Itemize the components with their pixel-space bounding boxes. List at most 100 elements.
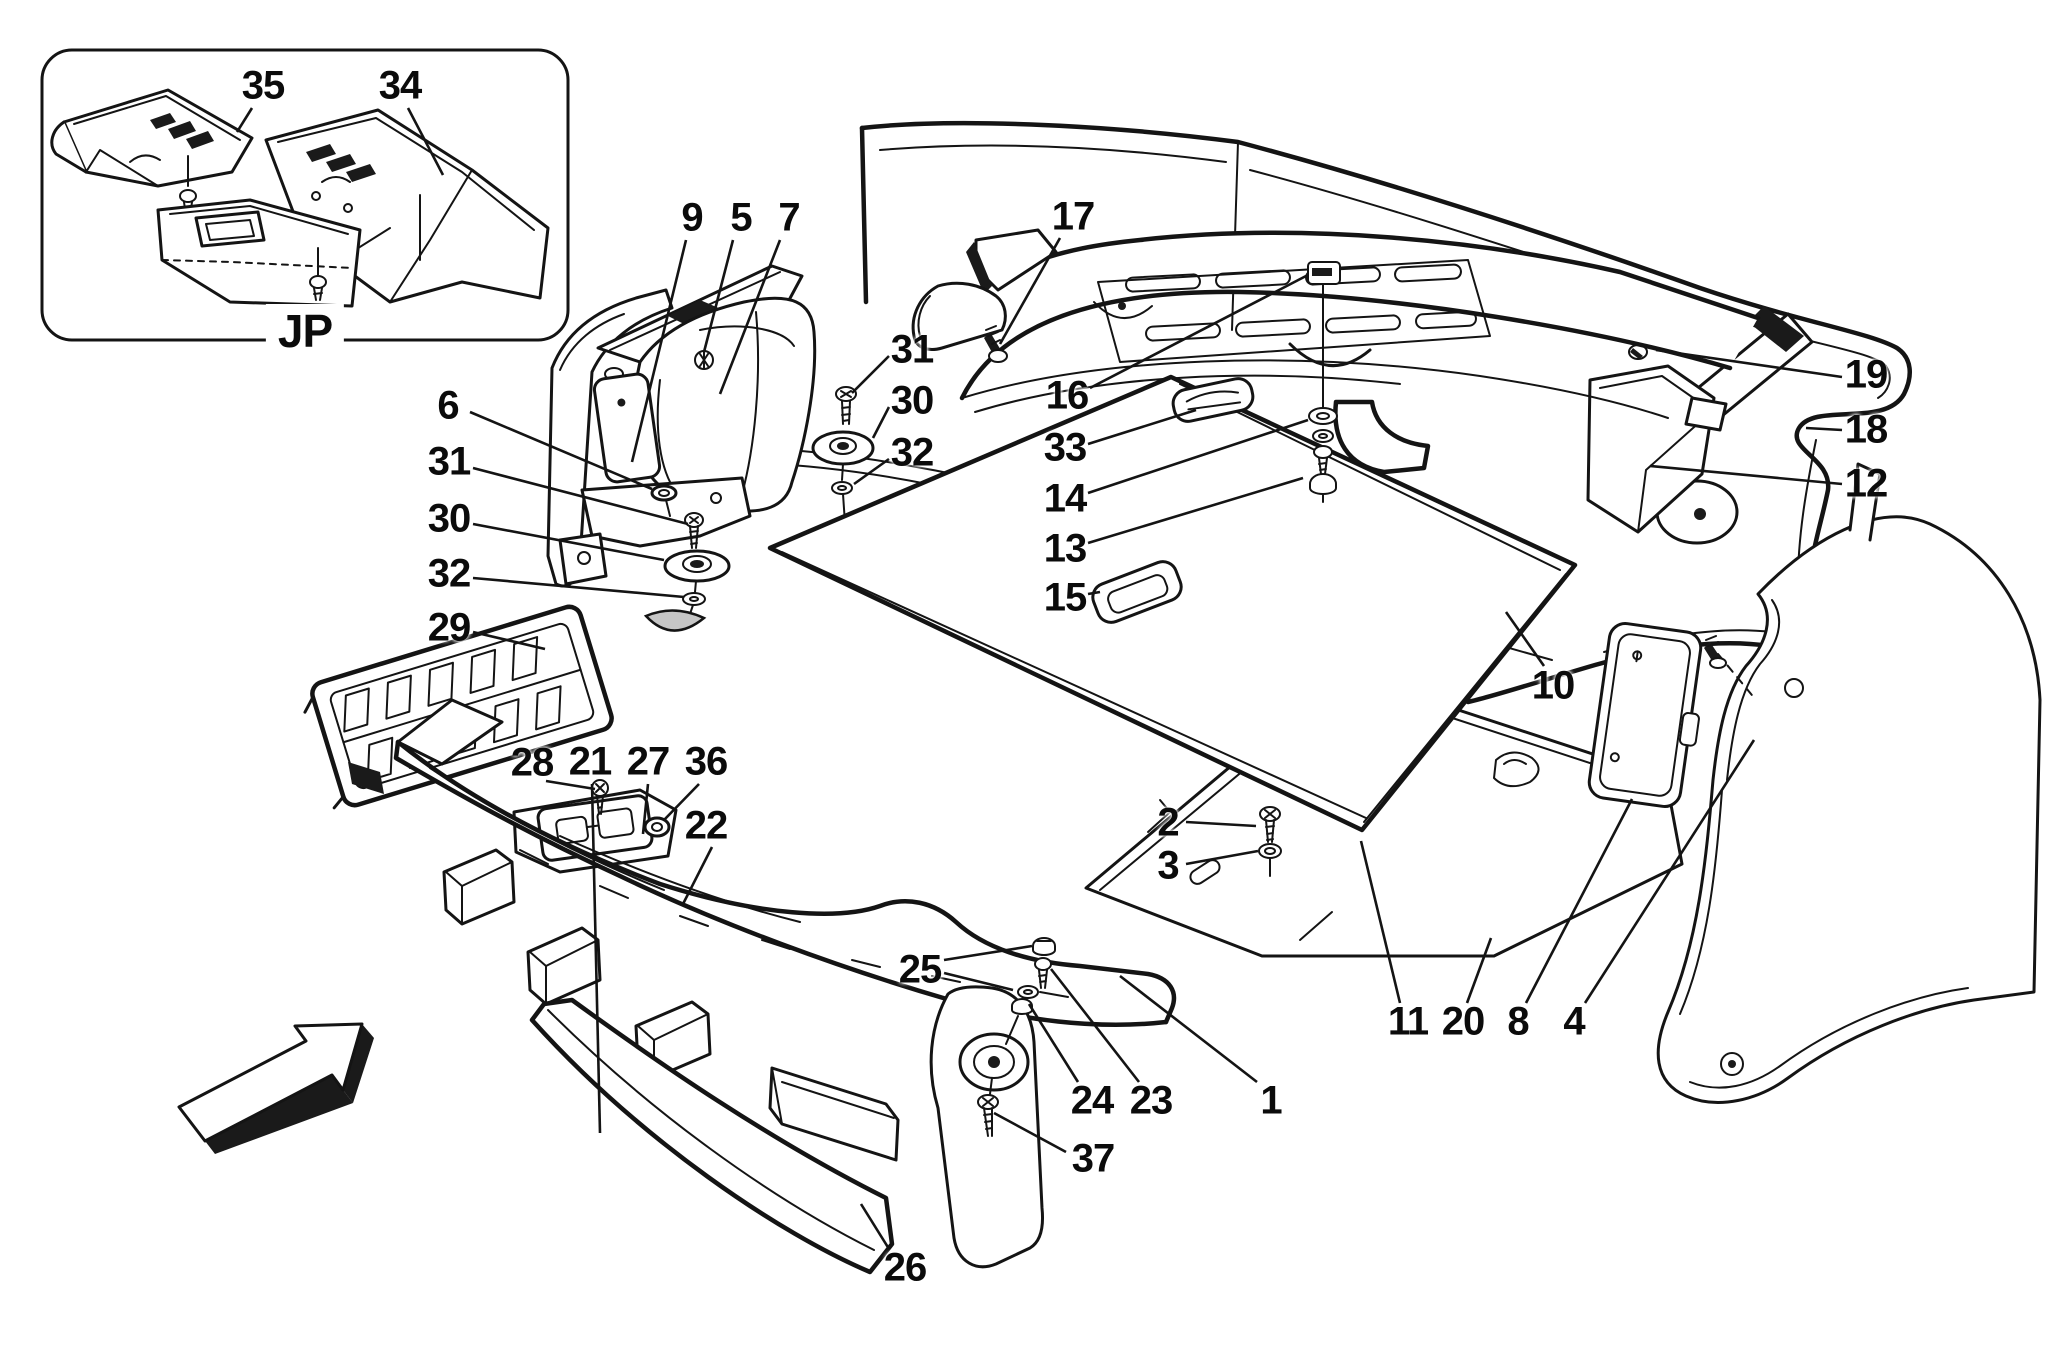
- callout-c31C: 31: [890, 327, 934, 372]
- leader-35: [235, 107, 254, 133]
- callout-c12: 12: [1844, 461, 1888, 506]
- callout-c32L: 32: [427, 551, 471, 596]
- callout-c27: 27: [626, 739, 670, 784]
- callout-c31L: 31: [427, 439, 471, 484]
- callout-c30L: 30: [427, 496, 471, 541]
- vent-foot: [348, 762, 384, 794]
- leader-30: [871, 406, 891, 439]
- leader-12: [1649, 464, 1843, 486]
- leader-26: [859, 1203, 891, 1250]
- package-shelf: [911, 228, 1761, 475]
- callout-c2: 2: [1157, 800, 1179, 845]
- leader-13: [1087, 476, 1304, 545]
- direction-arrow: [177, 1022, 374, 1154]
- callout-c11: 11: [1387, 999, 1429, 1044]
- leader-15: [1087, 590, 1101, 596]
- leader-23: [1049, 968, 1141, 1083]
- leader-22: [681, 846, 714, 905]
- callout-c28: 28: [510, 740, 554, 785]
- callout-c33: 33: [1043, 425, 1087, 470]
- leader-31: [851, 355, 890, 394]
- callout-c25: 25: [898, 947, 942, 992]
- leader-10: [1504, 611, 1546, 667]
- leader-14: [1087, 418, 1309, 495]
- leader-4: [1583, 739, 1756, 1004]
- callout-c20: 20: [1441, 999, 1485, 1044]
- leader-3: [1185, 849, 1259, 866]
- callout-c24: 24: [1070, 1078, 1114, 1123]
- inner-panel-9: [592, 372, 662, 484]
- inset-bracket: [156, 198, 362, 308]
- callout-c7: 7: [778, 195, 800, 240]
- callout-c13: 13: [1043, 526, 1087, 571]
- leader-19: [1655, 348, 1843, 379]
- leader-32: [472, 576, 685, 599]
- fastener-stack-centre: [811, 386, 875, 539]
- callout-c17: 17: [1051, 194, 1095, 239]
- inset-box: [40, 48, 570, 342]
- callout-c34: 34: [378, 63, 422, 108]
- leader-18: [1805, 426, 1843, 432]
- callout-c3: 3: [1157, 843, 1179, 888]
- fastener-set-25: [1005, 937, 1056, 1045]
- leader-7: [718, 239, 782, 395]
- callout-c14: 14: [1043, 476, 1087, 521]
- callout-c35: 35: [241, 63, 285, 108]
- leader-30: [472, 522, 665, 562]
- leader-20: [1465, 937, 1493, 1004]
- wheel-arch-trim: [546, 264, 817, 632]
- leader-17: [998, 237, 1062, 345]
- callout-c6: 6: [437, 383, 459, 428]
- leader-9: [630, 239, 688, 463]
- callout-c16: 16: [1045, 373, 1089, 418]
- leader-29: [472, 630, 546, 651]
- moulding-hatch: [519, 849, 1069, 998]
- leader-11: [1359, 840, 1402, 1004]
- callout-c22: 22: [684, 803, 728, 848]
- end-plate-37: [929, 985, 1044, 1269]
- leader-25: [943, 944, 1033, 962]
- leader-21: [590, 783, 602, 1134]
- leader-25: [943, 971, 1014, 992]
- callout-c1: 1: [1260, 1078, 1282, 1123]
- leader-6: [469, 410, 653, 491]
- callout-c23: 23: [1129, 1078, 1173, 1123]
- callout-c4: 4: [1563, 999, 1585, 1044]
- leader-36: [663, 783, 700, 821]
- carpet-handle-15: [1091, 560, 1183, 624]
- clip-stack-16-14-13: [1307, 261, 1341, 503]
- callout-c26: 26: [883, 1245, 927, 1290]
- callout-c15: 15: [1043, 575, 1087, 620]
- leader-16: [1089, 274, 1307, 390]
- leader-37: [993, 1111, 1067, 1154]
- leader-32: [853, 457, 890, 486]
- latch-bracket: [512, 779, 678, 874]
- fastener-2-3: [1258, 806, 1282, 877]
- callout-c19: 19: [1844, 352, 1888, 397]
- leader-34: [406, 107, 445, 176]
- leader-1: [1119, 974, 1258, 1084]
- shelf-left-flap: [911, 228, 1058, 351]
- callout-c30C: 30: [890, 378, 934, 423]
- callout-c18: 18: [1844, 407, 1888, 452]
- side-panel-8: [1587, 622, 1703, 808]
- inset-part-35: [50, 88, 254, 217]
- callout-c9: 9: [681, 195, 703, 240]
- callout-c21: 21: [568, 739, 612, 784]
- leader-28: [545, 779, 596, 791]
- leader-33: [1087, 408, 1197, 446]
- leader-27: [641, 783, 650, 835]
- callout-c37: 37: [1071, 1136, 1115, 1181]
- callout-c10: 10: [1531, 663, 1575, 708]
- bottom-strip-26: [529, 997, 895, 1275]
- push-pin-17: [984, 325, 1008, 363]
- callout-c32C: 32: [890, 430, 934, 475]
- quarter-trim-4: [1656, 462, 2042, 1104]
- callout-c36: 36: [684, 739, 728, 784]
- callout-c8: 8: [1507, 999, 1529, 1044]
- moulding-blocks: [442, 848, 900, 1162]
- arch-moulding-7: [632, 296, 817, 513]
